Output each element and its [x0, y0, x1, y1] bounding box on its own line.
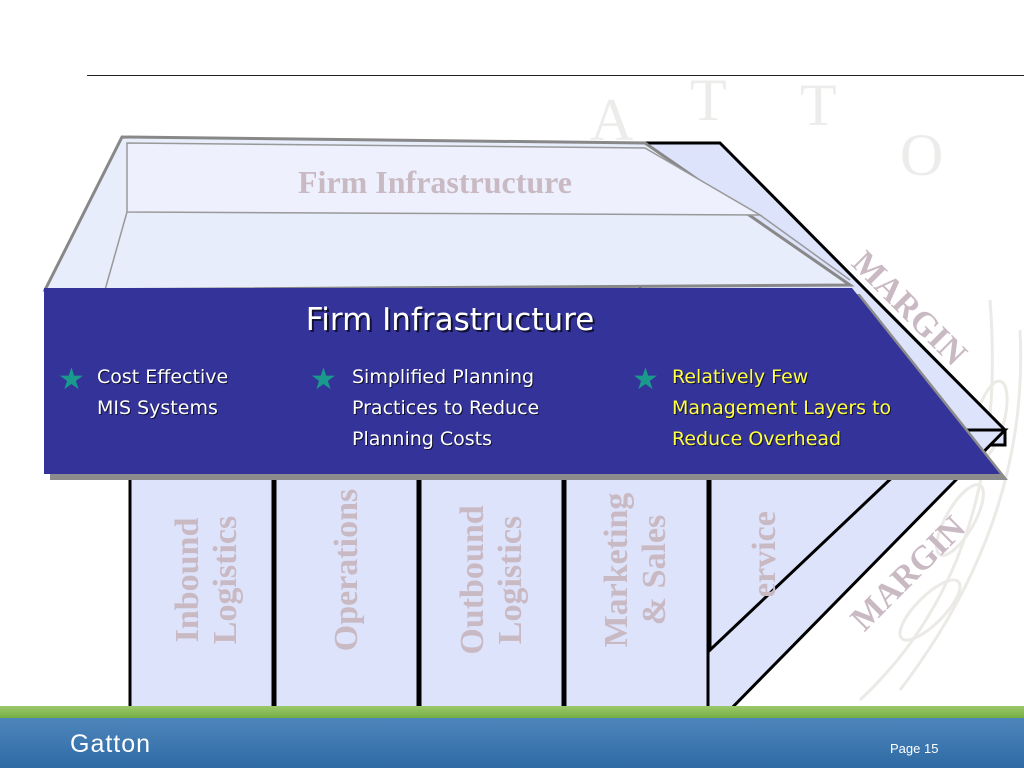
label-operations: Operations	[328, 488, 365, 652]
column-inbound-logistics	[128, 468, 275, 722]
bullet-cost-effective-mis: Cost Effective MIS Systems	[97, 366, 229, 419]
banner-title: Firm Infrastructure	[305, 302, 595, 338]
svg-text:O: O	[900, 122, 943, 188]
label-service: Service	[746, 511, 783, 596]
column-outbound-logistics	[418, 468, 565, 722]
star-icon: ★	[58, 362, 85, 397]
service-clip: Service	[710, 476, 830, 596]
footer-bar	[0, 718, 1024, 768]
title-rule	[87, 75, 1024, 76]
footer-green-stripe	[0, 706, 1024, 720]
label-outbound-logistics: Outbound Logistics	[454, 505, 529, 655]
label-inbound-logistics: Inbound Logistics	[169, 515, 244, 645]
column-operations	[273, 468, 420, 722]
brand-logo: Gatton	[70, 730, 152, 758]
page-number: Page 15	[890, 741, 939, 756]
svg-text:T: T	[800, 72, 837, 138]
label-marketing-sales: Marketing & Sales	[598, 492, 673, 648]
infrastructure-banner	[44, 288, 1000, 474]
back-panel-title: Firm Infrastructure	[298, 164, 572, 200]
star-icon: ★	[310, 362, 337, 397]
svg-text:T: T	[690, 67, 727, 133]
bullet-few-management-layers: Relatively Few Management Layers to Redu…	[672, 366, 892, 450]
star-icon: ★	[632, 362, 659, 397]
bullet-simplified-planning: Simplified Planning Practices to Reduce …	[352, 366, 540, 450]
